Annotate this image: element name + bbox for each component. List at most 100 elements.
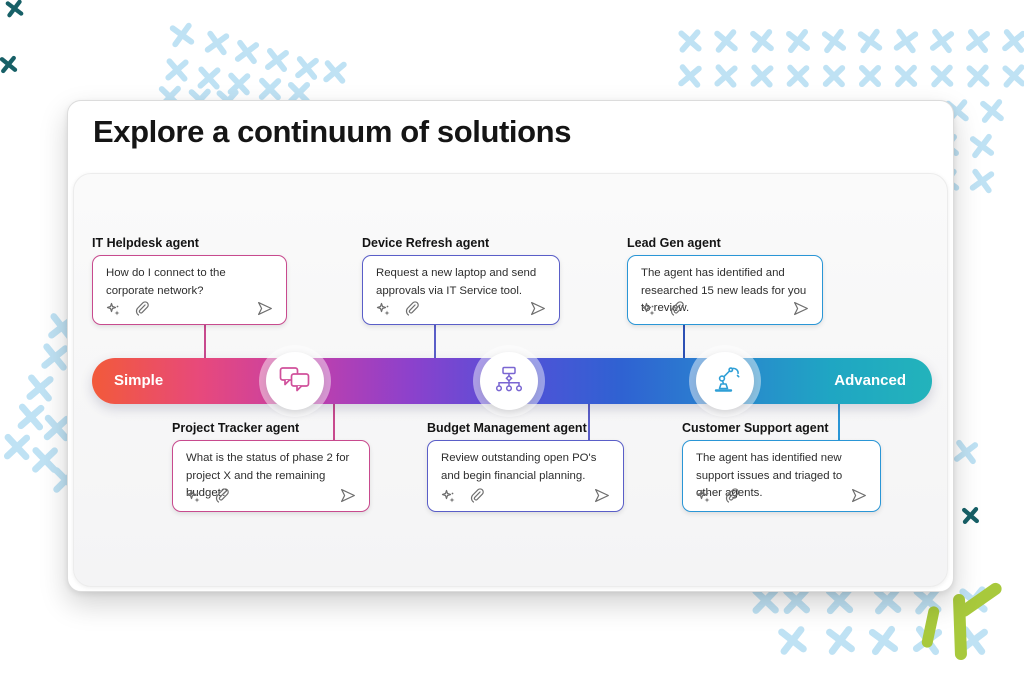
x-mark-icon bbox=[823, 584, 856, 617]
x-mark-icon bbox=[226, 71, 253, 98]
x-mark-icon bbox=[870, 583, 903, 616]
paperclip-icon[interactable] bbox=[134, 301, 149, 317]
x-mark-icon bbox=[893, 63, 919, 89]
advanced-label: Advanced bbox=[834, 372, 906, 389]
x-mark-icon bbox=[1, 431, 32, 462]
x-mark-icon bbox=[964, 62, 991, 89]
x-mark-icon bbox=[232, 37, 261, 66]
agent-name-label: Project Tracker agent bbox=[172, 421, 300, 435]
chat-bubbles-icon bbox=[278, 365, 312, 398]
x-mark-icon bbox=[785, 63, 812, 90]
agent-name-label: Customer Support agent bbox=[682, 421, 829, 435]
prompt-card: Review outstanding open PO's and begin f… bbox=[427, 440, 624, 512]
prompt-message: What is the status of phase 2 for projec… bbox=[186, 452, 350, 500]
prompt-message: The agent has identified and researched … bbox=[641, 267, 807, 315]
milestone-intermediate bbox=[480, 352, 538, 410]
x-mark-icon bbox=[676, 62, 704, 90]
x-mark-icon bbox=[712, 27, 740, 55]
x-mark-icon bbox=[202, 28, 232, 58]
agent-connector-line bbox=[683, 321, 685, 363]
x-mark-icon bbox=[0, 54, 18, 75]
send-icon[interactable] bbox=[529, 300, 547, 317]
robot-arm-icon bbox=[709, 364, 741, 399]
paperclip-icon[interactable] bbox=[469, 488, 484, 504]
x-mark-icon bbox=[39, 341, 72, 374]
prompt-card: The agent has identified new support iss… bbox=[682, 440, 881, 512]
x-mark-icon bbox=[749, 584, 781, 616]
prompt-card: The agent has identified and researched … bbox=[627, 255, 823, 325]
pen-sparkle-icon[interactable] bbox=[641, 302, 656, 317]
agent-connector-line bbox=[434, 321, 436, 363]
x-mark-icon bbox=[195, 64, 222, 91]
paperclip-icon[interactable] bbox=[214, 488, 229, 504]
page-title: Explore a continuum of solutions bbox=[93, 114, 572, 149]
milestone-simple bbox=[266, 352, 324, 410]
pen-sparkle-icon[interactable] bbox=[376, 302, 391, 317]
paperclip-icon[interactable] bbox=[724, 488, 739, 504]
x-mark-icon bbox=[978, 97, 1007, 126]
x-mark-icon bbox=[960, 505, 980, 525]
x-mark-icon bbox=[780, 584, 812, 616]
x-mark-icon bbox=[784, 27, 813, 56]
paperclip-icon[interactable] bbox=[669, 301, 684, 317]
x-mark-icon bbox=[964, 27, 993, 56]
prompt-message: Request a new laptop and send approvals … bbox=[376, 267, 537, 297]
x-mark-icon bbox=[857, 63, 883, 89]
agent-name-label: IT Helpdesk agent bbox=[92, 236, 199, 250]
agent-name-label: Lead Gen agent bbox=[627, 236, 721, 250]
x-mark-icon bbox=[775, 623, 810, 658]
prompt-card: What is the status of phase 2 for projec… bbox=[172, 440, 370, 512]
prompt-card: How do I connect to the corporate networ… bbox=[92, 255, 287, 325]
x-mark-icon bbox=[293, 54, 322, 83]
x-mark-icon bbox=[286, 80, 312, 106]
x-mark-icon bbox=[15, 401, 47, 433]
pen-sparkle-icon[interactable] bbox=[441, 489, 456, 504]
x-mark-icon bbox=[167, 20, 197, 50]
x-mark-icon bbox=[967, 166, 997, 196]
x-mark-icon bbox=[927, 26, 956, 55]
x-mark-icon bbox=[712, 62, 740, 90]
agent-name-label: Device Refresh agent bbox=[362, 236, 490, 250]
x-mark-icon bbox=[748, 27, 777, 56]
x-mark-icon bbox=[855, 26, 885, 56]
send-icon[interactable] bbox=[256, 300, 274, 317]
agent-connector-line bbox=[333, 400, 335, 442]
pen-sparkle-icon[interactable] bbox=[106, 302, 121, 317]
prompt-message: How do I connect to the corporate networ… bbox=[106, 267, 226, 297]
pen-sparkle-icon[interactable] bbox=[186, 489, 201, 504]
x-mark-icon bbox=[929, 63, 956, 90]
solutions-card: Explore a continuum of solutions bbox=[67, 100, 954, 592]
x-mark-icon bbox=[822, 622, 857, 657]
agent-connector-line bbox=[588, 400, 590, 442]
milestone-advanced bbox=[696, 352, 754, 410]
org-chart-icon bbox=[493, 365, 525, 398]
x-mark-icon bbox=[24, 372, 57, 405]
x-mark-icon bbox=[30, 445, 61, 476]
agent-name-label: Budget Management agent bbox=[427, 421, 587, 435]
prompt-message: The agent has identified new support iss… bbox=[696, 452, 843, 500]
paperclip-icon[interactable] bbox=[404, 301, 419, 317]
x-mark-icon bbox=[967, 131, 996, 160]
x-mark-icon bbox=[821, 63, 847, 89]
x-mark-icon bbox=[676, 27, 704, 55]
simple-label: Simple bbox=[114, 372, 164, 389]
x-mark-icon bbox=[819, 26, 848, 55]
x-mark-icon bbox=[1000, 62, 1024, 90]
send-icon[interactable] bbox=[593, 487, 611, 504]
pen-sparkle-icon[interactable] bbox=[696, 489, 711, 504]
x-mark-icon bbox=[891, 26, 921, 56]
send-icon[interactable] bbox=[850, 487, 868, 504]
x-mark-icon bbox=[41, 412, 73, 444]
x-mark-icon bbox=[257, 76, 283, 102]
x-mark-icon bbox=[321, 58, 349, 86]
x-mark-icon bbox=[865, 622, 900, 657]
agent-connector-line bbox=[838, 400, 840, 442]
agent-connector-line bbox=[204, 321, 206, 363]
x-mark-icon bbox=[1000, 27, 1024, 56]
prompt-card: Request a new laptop and send approvals … bbox=[362, 255, 560, 325]
x-mark-icon bbox=[3, 0, 24, 19]
x-mark-icon bbox=[748, 62, 775, 89]
send-icon[interactable] bbox=[792, 300, 810, 317]
send-icon[interactable] bbox=[339, 487, 357, 504]
